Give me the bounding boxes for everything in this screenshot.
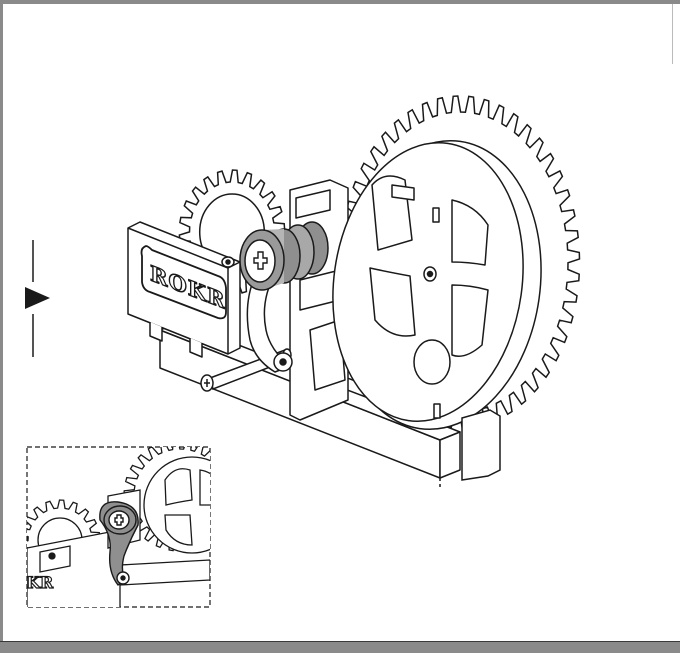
right-post-body: [461, 409, 501, 481]
inset-wheel-window: [164, 468, 193, 506]
screw-cross-shape: [253, 251, 268, 270]
wheel-hub-center: [426, 270, 434, 278]
phillips-screw-icon: [253, 251, 268, 270]
logo-plate-body: [127, 221, 241, 355]
inset-plate-tab: [39, 545, 71, 573]
inset-pin: [48, 552, 56, 560]
plate-tab: [149, 322, 163, 342]
inset-wheel: [143, 456, 210, 554]
triangle-right-icon: [25, 287, 50, 309]
inset-logo-text: KR: [26, 573, 54, 592]
wheel-lower-boss: [413, 339, 451, 385]
inset-lever-pivot-dot: [120, 575, 126, 581]
inset-wheel-window: [164, 514, 193, 546]
frame-bottom-border: [0, 641, 680, 653]
wheel-top-slot: [391, 184, 415, 201]
plate-tab: [189, 338, 203, 358]
spacer-stack: [239, 221, 329, 291]
inset-lever: [99, 501, 139, 586]
step-marker: [25, 240, 50, 357]
frame-top-border: [0, 0, 680, 4]
frame-left-border: [0, 0, 3, 653]
phillips-screw-icon: [114, 514, 124, 526]
wheel-window: [451, 199, 489, 266]
logo-frame: [140, 245, 227, 320]
inset-rail: [119, 559, 210, 586]
inset-wheel-window: [199, 469, 210, 506]
wheel-disc: [332, 139, 542, 431]
logo-plate: ROKR: [127, 221, 241, 358]
lever-pivot-dot: [279, 358, 287, 366]
wheel-slot: [432, 207, 440, 223]
middle-frame-window-lower: [309, 319, 346, 391]
lever-link: [246, 269, 293, 373]
detail-inset: KR: [26, 446, 211, 608]
frame-right-tick: [672, 4, 673, 64]
wheel-slot: [433, 403, 441, 419]
wheel-window: [451, 284, 489, 357]
base-rail-end: [439, 431, 461, 479]
inset-wheel-rim: [143, 456, 210, 554]
inset-frame-plate: [27, 529, 121, 607]
pin-dot: [225, 259, 231, 265]
right-post: [439, 409, 501, 490]
wheel-window: [369, 267, 416, 337]
middle-frame-slot: [295, 189, 331, 219]
screw-cross: [204, 379, 210, 387]
